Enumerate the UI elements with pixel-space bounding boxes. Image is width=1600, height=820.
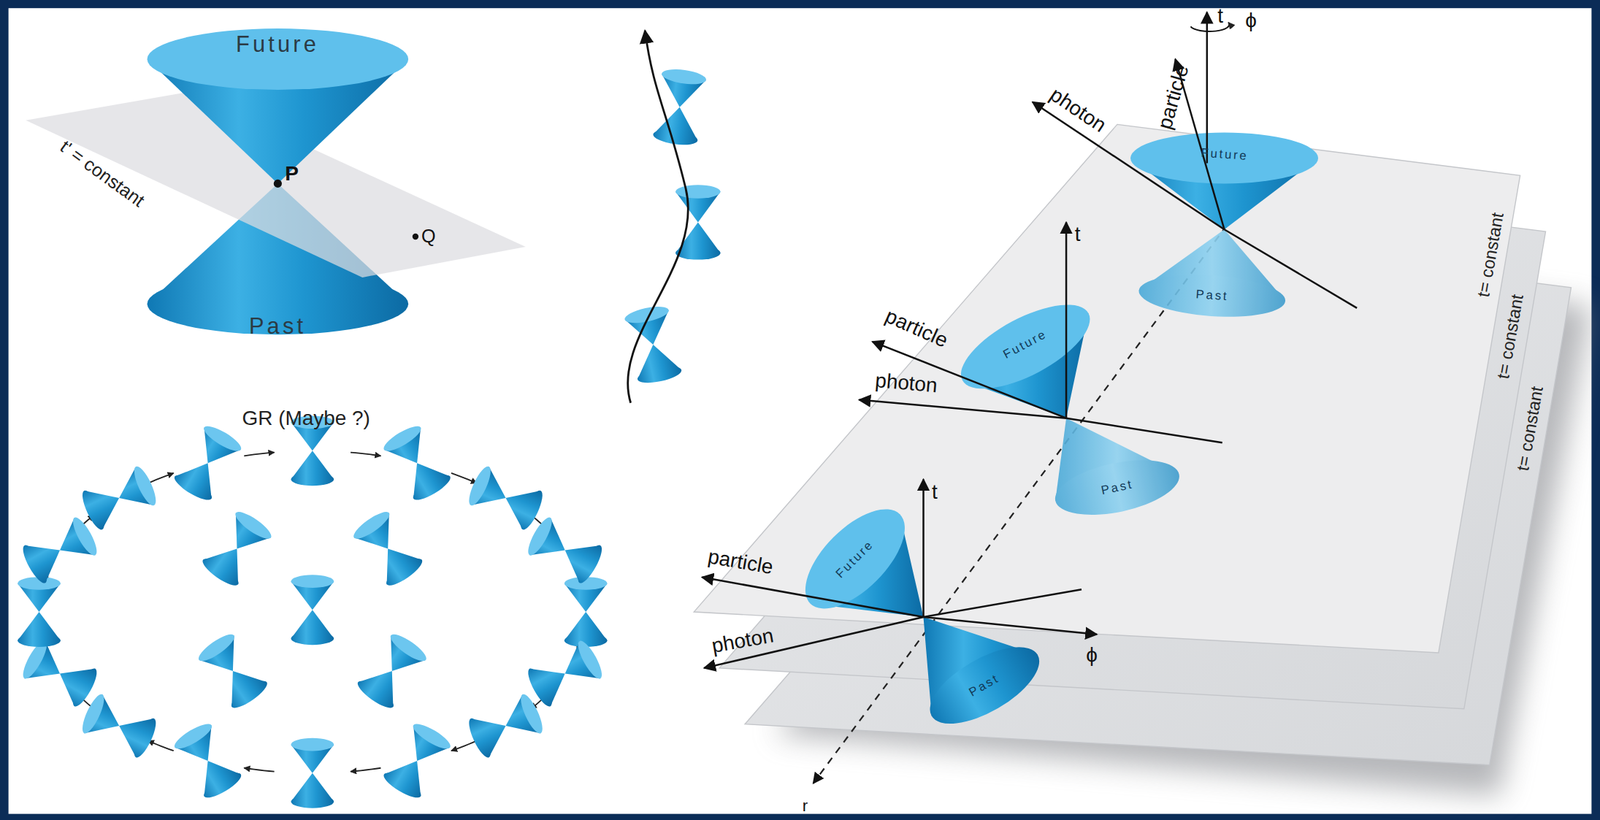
light-cone bbox=[630, 340, 683, 387]
light-cone bbox=[657, 67, 707, 111]
light-cone bbox=[18, 531, 71, 587]
axis-label: ϕ bbox=[1245, 9, 1257, 33]
worldline bbox=[628, 30, 689, 404]
event-label: Q bbox=[421, 226, 436, 247]
light-cone bbox=[675, 184, 721, 222]
light-cone bbox=[171, 452, 227, 504]
double-light-cone bbox=[623, 303, 683, 387]
light-cone bbox=[291, 450, 335, 486]
light-cone bbox=[380, 749, 436, 802]
light-cone bbox=[147, 28, 409, 184]
light-cone bbox=[219, 507, 275, 561]
light-cone bbox=[465, 706, 515, 761]
axis-label: t bbox=[1217, 5, 1224, 28]
light-cone bbox=[496, 691, 547, 745]
light-cone bbox=[78, 691, 128, 745]
light-cone bbox=[110, 463, 160, 518]
double-light-cone bbox=[524, 514, 607, 587]
light-cone bbox=[291, 609, 335, 645]
double-light-cone bbox=[524, 638, 607, 710]
tilting-light-cones bbox=[788, 132, 1319, 740]
double-light-cone bbox=[78, 691, 160, 761]
cone-label: Past bbox=[249, 314, 306, 339]
light-cone bbox=[1137, 229, 1288, 322]
light-cone bbox=[564, 576, 608, 612]
light-cone bbox=[350, 507, 407, 561]
event-dot bbox=[412, 233, 419, 240]
double-light-cone bbox=[465, 691, 547, 761]
cone-label: Future bbox=[235, 32, 320, 58]
panel-ground bbox=[8, 8, 1592, 814]
light-cone bbox=[49, 655, 101, 710]
double-light-cone bbox=[465, 463, 547, 533]
axis-label: r bbox=[802, 797, 808, 816]
double-light-cone bbox=[18, 514, 101, 587]
double-light-cone bbox=[199, 507, 275, 590]
double-light-cone bbox=[18, 638, 101, 710]
light-cone bbox=[623, 303, 676, 350]
double-light-cone bbox=[171, 720, 245, 802]
closed-timelike-loop bbox=[17, 415, 607, 808]
light-cone bbox=[465, 463, 515, 518]
light-cone bbox=[291, 738, 335, 774]
light-cone bbox=[17, 611, 61, 648]
axis-label: t bbox=[1074, 223, 1081, 247]
double-light-cone bbox=[291, 574, 335, 645]
light-cone bbox=[189, 422, 244, 474]
light-cone bbox=[374, 630, 431, 684]
light-cone bbox=[171, 720, 227, 772]
light-cone bbox=[496, 478, 547, 532]
light-cone bbox=[524, 655, 576, 710]
panel-heading: GR (Maybe ?) bbox=[241, 407, 370, 431]
light-cone bbox=[189, 749, 244, 802]
light-cone bbox=[398, 720, 454, 772]
light-cone bbox=[78, 478, 128, 532]
light-cone bbox=[110, 706, 160, 761]
light-cone bbox=[652, 103, 702, 147]
spacetime-slices bbox=[693, 124, 1592, 796]
light-cone bbox=[1130, 132, 1319, 231]
double-light-cone bbox=[380, 720, 454, 802]
axis-label: ϕ bbox=[1085, 644, 1098, 667]
double-light-cone bbox=[291, 738, 335, 809]
double-light-cone bbox=[17, 576, 61, 648]
double-light-cone bbox=[652, 67, 707, 148]
double-light-cone bbox=[564, 576, 608, 648]
double-light-cone bbox=[380, 422, 454, 504]
light-cone bbox=[554, 531, 606, 587]
light-cone bbox=[948, 287, 1102, 418]
light-cone bbox=[380, 422, 436, 474]
light-cone bbox=[17, 576, 61, 612]
light-cone bbox=[524, 514, 576, 570]
axis-label: t bbox=[931, 480, 938, 504]
light-cone bbox=[49, 514, 101, 570]
double-light-cone bbox=[675, 184, 721, 260]
light-cone bbox=[291, 773, 335, 809]
light-cone bbox=[564, 611, 608, 648]
flat-light-cone bbox=[25, 28, 526, 335]
event-label: P bbox=[284, 162, 299, 185]
double-light-cone bbox=[171, 422, 245, 504]
event-dot bbox=[273, 179, 282, 188]
double-light-cone bbox=[194, 630, 271, 713]
axes-and-worldlines bbox=[701, 12, 1357, 669]
double-light-cone bbox=[78, 463, 160, 533]
light-cone bbox=[918, 617, 1051, 740]
double-light-cone bbox=[350, 507, 426, 590]
light-cone bbox=[398, 452, 454, 504]
light-cone bbox=[194, 630, 251, 684]
cone-label: Past bbox=[1195, 287, 1230, 304]
light-cone bbox=[554, 638, 606, 694]
light-cone bbox=[291, 574, 335, 610]
double-light-cone bbox=[354, 630, 430, 713]
